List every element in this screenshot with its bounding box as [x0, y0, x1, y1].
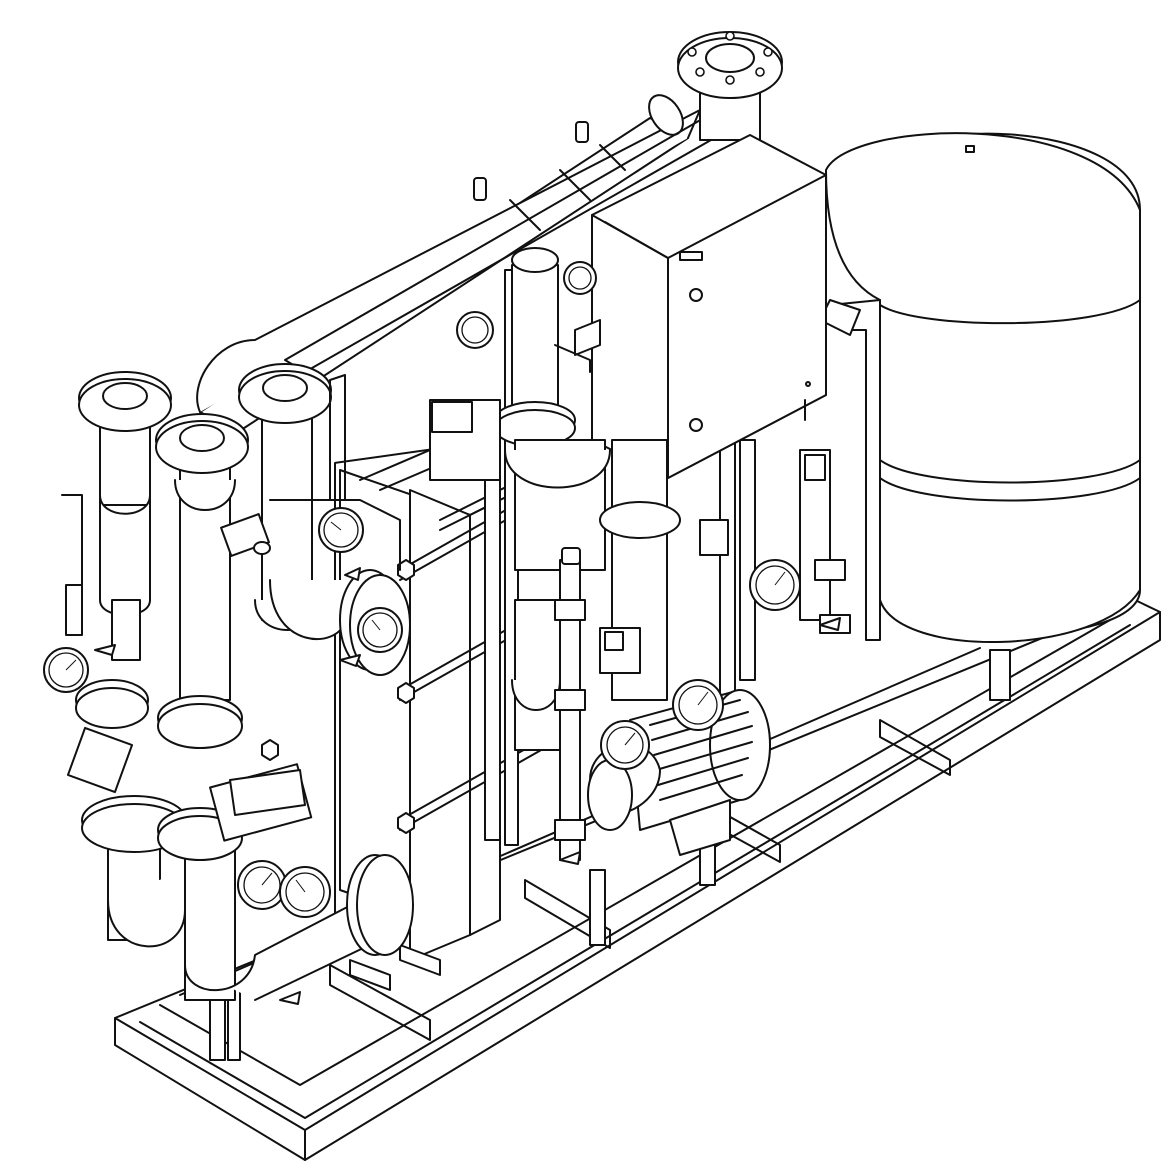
- control-panel: [591, 134, 827, 479]
- top-flange: [677, 31, 783, 141]
- gauge-3: [357, 607, 403, 653]
- gauge-6: [749, 559, 801, 611]
- gauge-10: [279, 866, 331, 918]
- gauge-7: [672, 679, 724, 731]
- gauge-5: [563, 261, 597, 295]
- left-riser-pipes: [75, 363, 414, 1001]
- pressure-gauges: [43, 261, 801, 918]
- valves: [61, 374, 851, 861]
- base-frame: [114, 599, 1161, 1161]
- gauge-4: [456, 311, 494, 349]
- gauge-2: [318, 507, 364, 553]
- expansion-tank: [819, 132, 1141, 644]
- gauge-9: [237, 860, 287, 910]
- valve-handles: [94, 567, 841, 1005]
- gauge-1: [43, 647, 89, 693]
- gauge-8: [600, 720, 650, 770]
